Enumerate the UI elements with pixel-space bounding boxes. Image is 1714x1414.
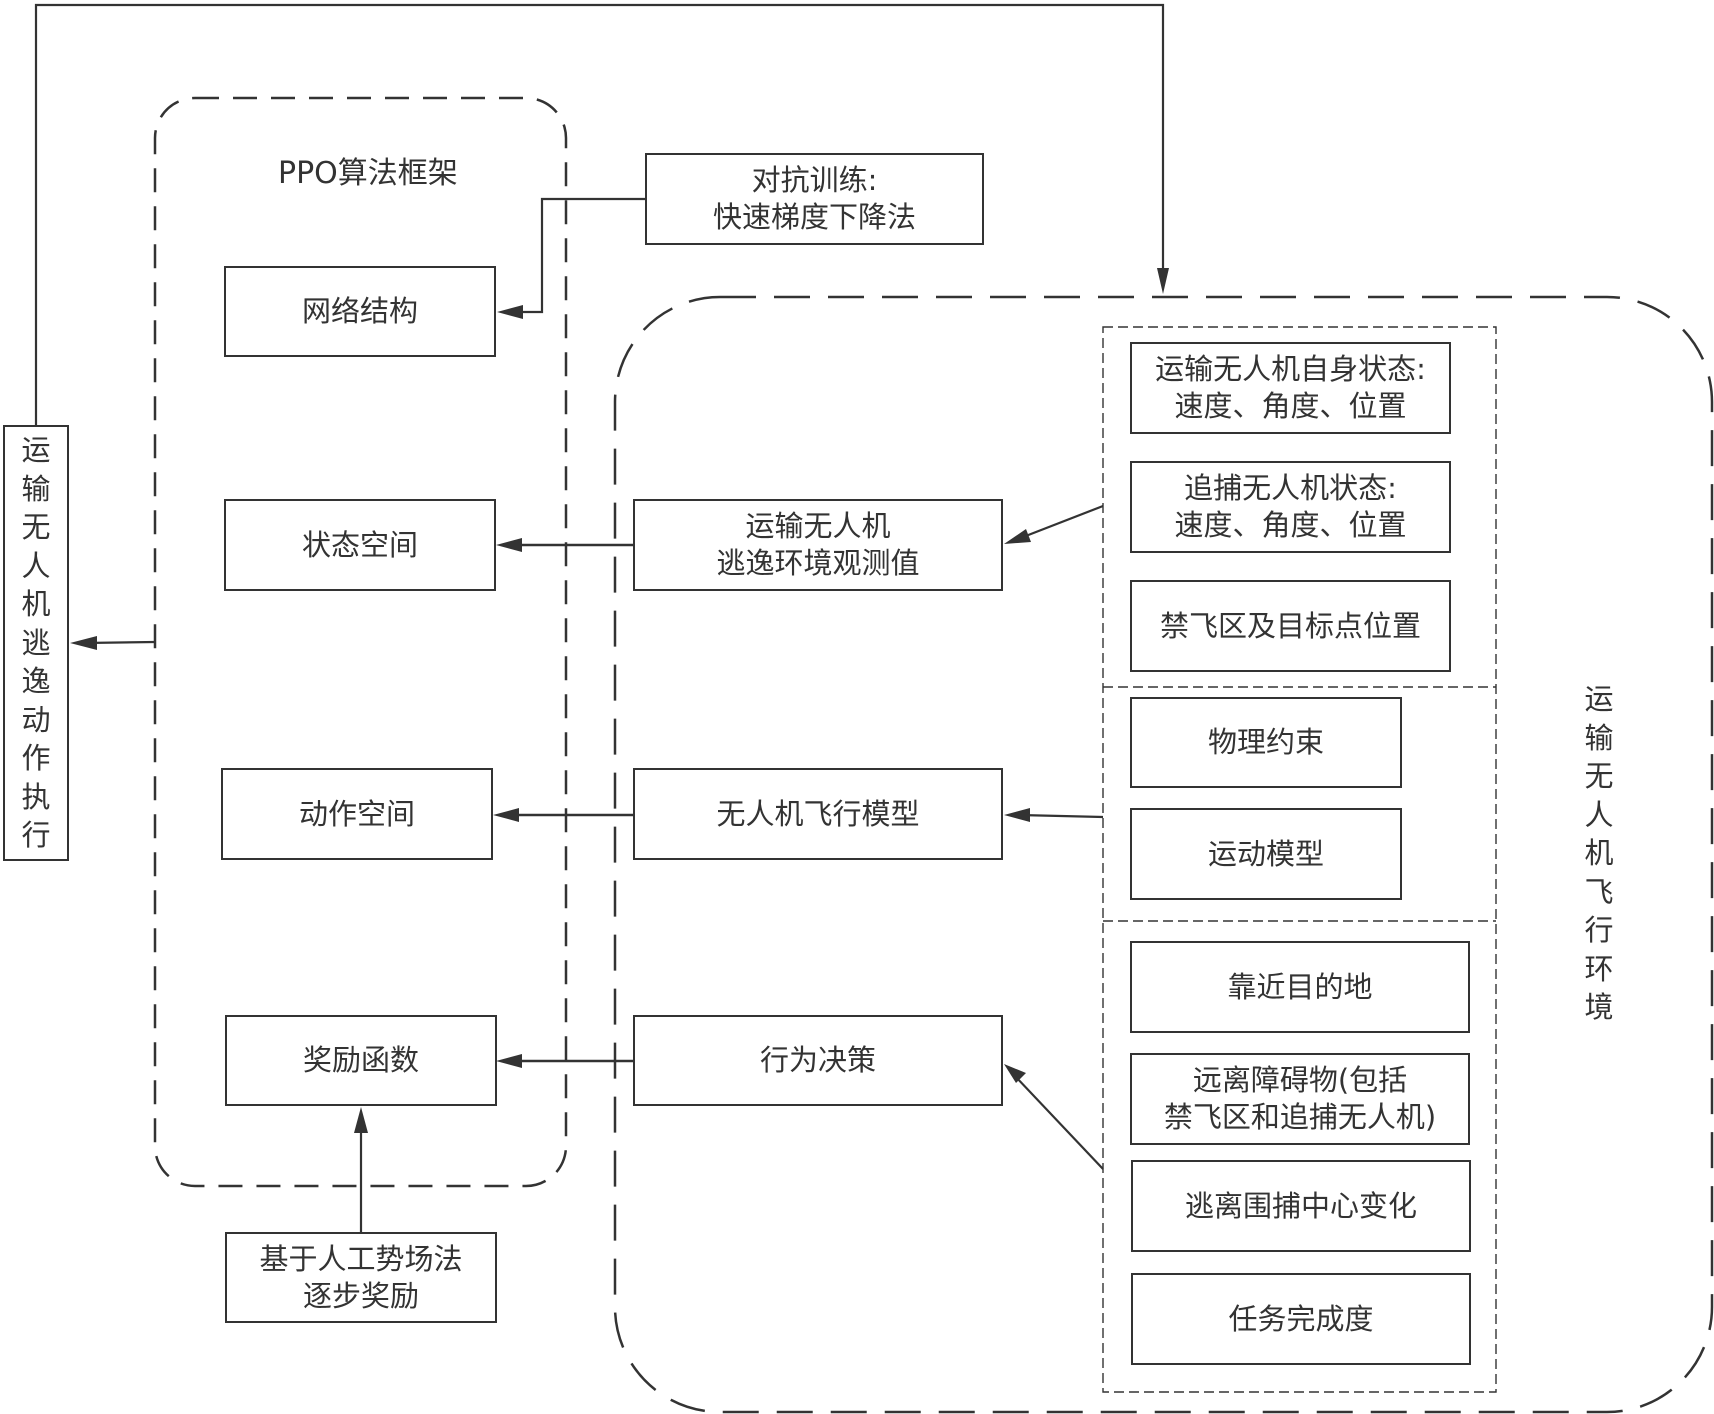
state-space-box[interactable]: 状态空间 [224,499,496,591]
arrowhead-to-environment [1157,268,1169,294]
decision-item-approach-destination[interactable]: 靠近目的地 [1130,941,1470,1033]
decision-item-escape-encirclement[interactable]: 逃离围捕中心变化 [1131,1160,1471,1252]
action-space-label: 动作空间 [298,796,415,831]
decision-item-line1: 任务完成度 [1228,1301,1374,1336]
model-item-physical-constraint[interactable]: 物理约束 [1130,697,1402,788]
escape-action-char: 动 [21,702,51,737]
environment-title-char: 输 [1584,720,1614,755]
observation-item-self-state[interactable]: 运输无人机自身状态: 速度、角度、位置 [1130,342,1451,434]
decision-item-line2: 禁飞区和追捕无人机) [1163,1100,1437,1134]
reward-shaping-box[interactable]: 基于人工势场法 逐步奖励 [225,1232,497,1323]
environment-title-char: 无 [1584,759,1614,793]
escape-action-char: 作 [21,741,51,776]
arrowhead-to-action-space [493,808,519,822]
environment-title-char: 飞 [1584,874,1614,909]
arrowhead-to-decision [1004,1064,1026,1083]
escape-action-execution-box[interactable]: 运 输 无 人 机 逃 逸 动 作 执 行 [3,425,69,861]
observation-item-pursuer-state[interactable]: 追捕无人机状态: 速度、角度、位置 [1130,461,1451,553]
escape-observation-box[interactable]: 运输无人机 逃逸环境观测值 [633,499,1003,591]
decision-item-task-completion[interactable]: 任务完成度 [1131,1273,1471,1365]
decision-item-avoid-obstacles[interactable]: 远离障碍物(包括 禁飞区和追捕无人机) [1130,1053,1470,1145]
observation-item-line1: 禁飞区及目标点位置 [1159,608,1421,643]
environment-title-char: 运 [1584,682,1614,716]
ppo-frame-title: PPO算法框架 [278,156,458,191]
reward-shaping-line2: 逐步奖励 [302,1278,419,1313]
observation-item-nofly-target[interactable]: 禁飞区及目标点位置 [1130,580,1451,672]
panel-to-model-line [1018,813,1104,819]
feedback-loop-line [34,3,1165,425]
behavior-decision-label: 行为决策 [759,1043,876,1077]
behavior-decision-box[interactable]: 行为决策 [633,1015,1003,1106]
observation-item-line1: 运输无人机自身状态: [1155,352,1426,386]
flight-model-box[interactable]: 无人机飞行模型 [633,768,1003,860]
escape-action-char: 输 [21,471,51,506]
action-space-box[interactable]: 动作空间 [221,768,493,860]
reward-shaping-line1: 基于人工势场法 [259,1241,463,1276]
decision-item-line1: 逃离围捕中心变化 [1184,1188,1417,1223]
arrowhead-to-network [497,305,523,319]
escape-action-char: 机 [21,587,51,622]
escape-action-char: 人 [21,548,51,583]
observation-item-line2: 速度、角度、位置 [1174,389,1407,423]
decision-item-line1: 靠近目的地 [1227,969,1373,1004]
escape-observation-line1: 运输无人机 [745,509,891,543]
network-structure-label: 网络结构 [301,294,418,328]
observation-item-line2: 速度、角度、位置 [1174,508,1407,542]
panel-to-decision-line [1014,1075,1104,1170]
model-item-label: 物理约束 [1207,725,1324,759]
decision-item-line1: 远离障碍物(包括 [1192,1063,1408,1097]
escape-observation-line2: 逃逸环境观测值 [716,546,920,580]
environment-title-char: 环 [1584,951,1614,986]
network-structure-box[interactable]: 网络结构 [224,266,496,357]
escape-action-char: 执 [21,779,51,814]
arrowhead-to-reward-function [496,1054,522,1068]
arrowhead-to-observation [1004,529,1031,544]
reward-function-box[interactable]: 奖励函数 [225,1015,497,1106]
state-space-label: 状态空间 [301,527,418,562]
arrowhead-to-reward-from-shaping [354,1107,368,1133]
environment-title-char: 行 [1584,913,1614,947]
adversarial-training-box[interactable]: 对抗训练: 快速梯度下降法 [645,153,984,245]
arrowhead-to-state-space [496,538,522,552]
arrowhead-to-flight-model [1004,808,1030,822]
adversarial-training-line1: 对抗训练: [751,163,878,197]
environment-title: 运 输 无 人 机 飞 行 环 境 [1582,680,1616,1027]
escape-action-char: 逸 [21,664,51,699]
environment-items-panel [1102,326,1497,1393]
arrowhead-to-escape-action [70,636,97,650]
environment-title-char: 人 [1584,797,1614,832]
environment-title-char: 境 [1584,990,1614,1024]
reward-function-label: 奖励函数 [302,1043,419,1077]
adversarial-training-line2: 快速梯度下降法 [712,200,916,234]
panel-to-observation-line [1017,504,1104,541]
flight-model-label: 无人机飞行模型 [716,796,920,831]
escape-action-char: 运 [21,433,51,468]
environment-title-char: 机 [1584,836,1614,870]
escape-action-char: 无 [21,510,51,545]
environment-frame-border [613,295,1714,1414]
escape-action-char: 逃 [21,625,51,660]
model-item-motion-model[interactable]: 运动模型 [1130,808,1402,900]
adversarial-connector [512,197,645,314]
observation-item-line1: 追捕无人机状态: [1184,471,1397,505]
escape-action-char: 行 [21,818,51,853]
model-item-label: 运动模型 [1207,836,1324,871]
